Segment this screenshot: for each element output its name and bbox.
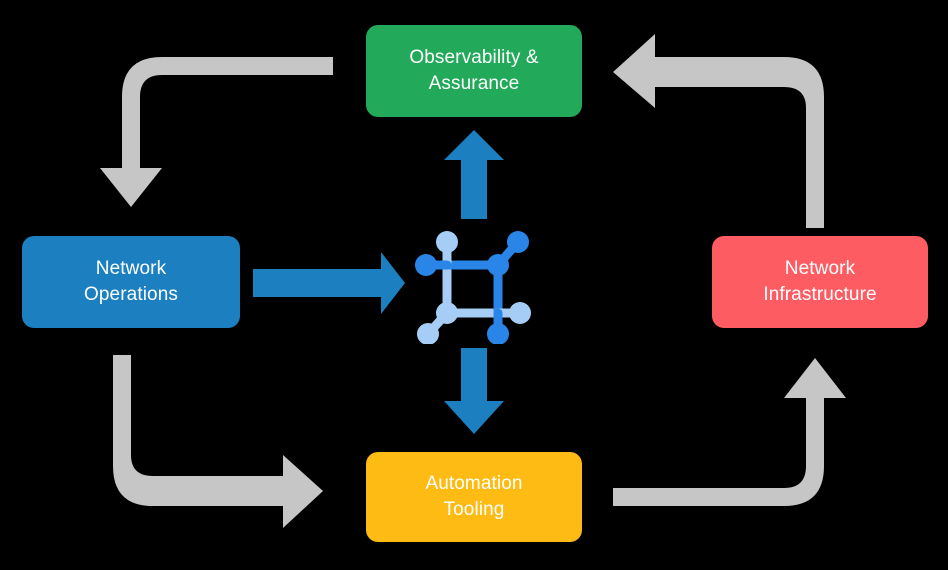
arrow-infrastructure-to-observability xyxy=(613,34,824,228)
arrow-operations-to-center xyxy=(253,252,405,314)
node-box-infrastructure[interactable]: Network Infrastructure xyxy=(712,236,928,328)
node-box-observability[interactable]: Observability & Assurance xyxy=(366,25,582,117)
arrow-observability-to-operations xyxy=(100,57,333,207)
node-box-automation[interactable]: Automation Tooling xyxy=(366,452,582,542)
arrow-center-to-observability xyxy=(444,130,504,219)
arrow-automation-to-infrastructure xyxy=(613,358,846,506)
arrow-center-to-automation xyxy=(444,348,504,434)
arrow-operations-to-automation xyxy=(113,355,323,528)
network-topology-icon xyxy=(415,231,531,344)
node-box-operations[interactable]: Network Operations xyxy=(22,236,240,328)
